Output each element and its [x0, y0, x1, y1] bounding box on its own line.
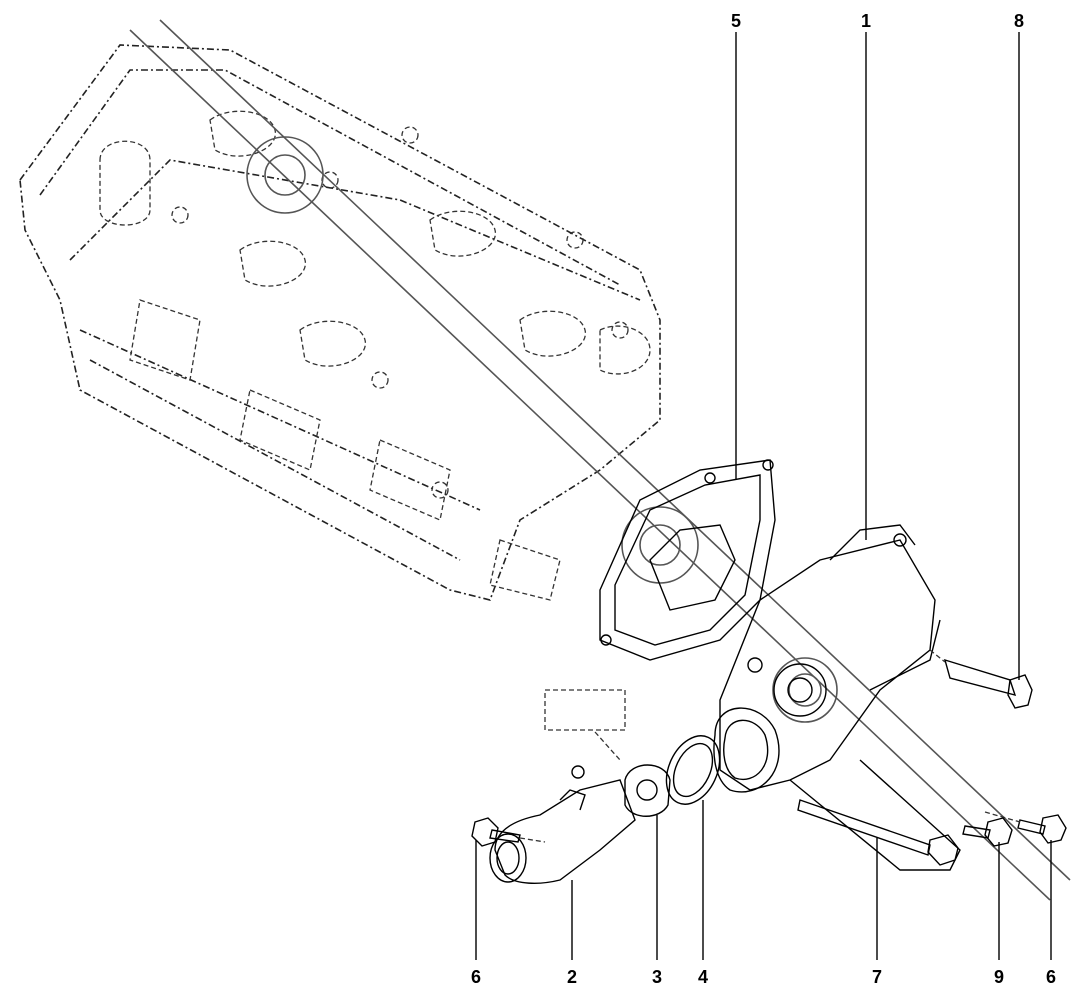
thermostat-part-3: [624, 764, 671, 817]
thermostat-housing-part-2: [489, 765, 636, 884]
seal-ring-part-4: [665, 735, 721, 805]
callout-1: 1: [861, 11, 871, 31]
callout-5: 5: [731, 11, 741, 31]
callout-6-right: 6: [1046, 967, 1056, 987]
bolt-part-8: [929, 649, 1033, 709]
bolt-part-9: [962, 817, 1013, 847]
callout-3: 3: [652, 967, 662, 987]
outlet-housing-part-1: [719, 524, 961, 871]
callout-4: 4: [698, 967, 708, 987]
stud-part-7: [797, 799, 959, 866]
callout-6-left: 6: [471, 967, 481, 987]
bolt-part-6-right: [984, 811, 1067, 844]
callout-2: 2: [567, 967, 577, 987]
reference-box: [544, 689, 626, 731]
callout-7: 7: [872, 967, 882, 987]
callout-9: 9: [994, 967, 1004, 987]
leader-lines: [475, 32, 1052, 960]
bolt-part-6-left: [471, 817, 546, 847]
gasket-part-5: [599, 459, 776, 661]
housing-flange: [713, 707, 780, 793]
callout-labels: 5 1 8 6 2 3 4 7 9 6: [471, 11, 1056, 987]
engine-cylinder-head: [19, 44, 661, 601]
reference-leader: [594, 731, 621, 761]
watermark-stencil: [129, 19, 1071, 901]
callout-8: 8: [1014, 11, 1024, 31]
